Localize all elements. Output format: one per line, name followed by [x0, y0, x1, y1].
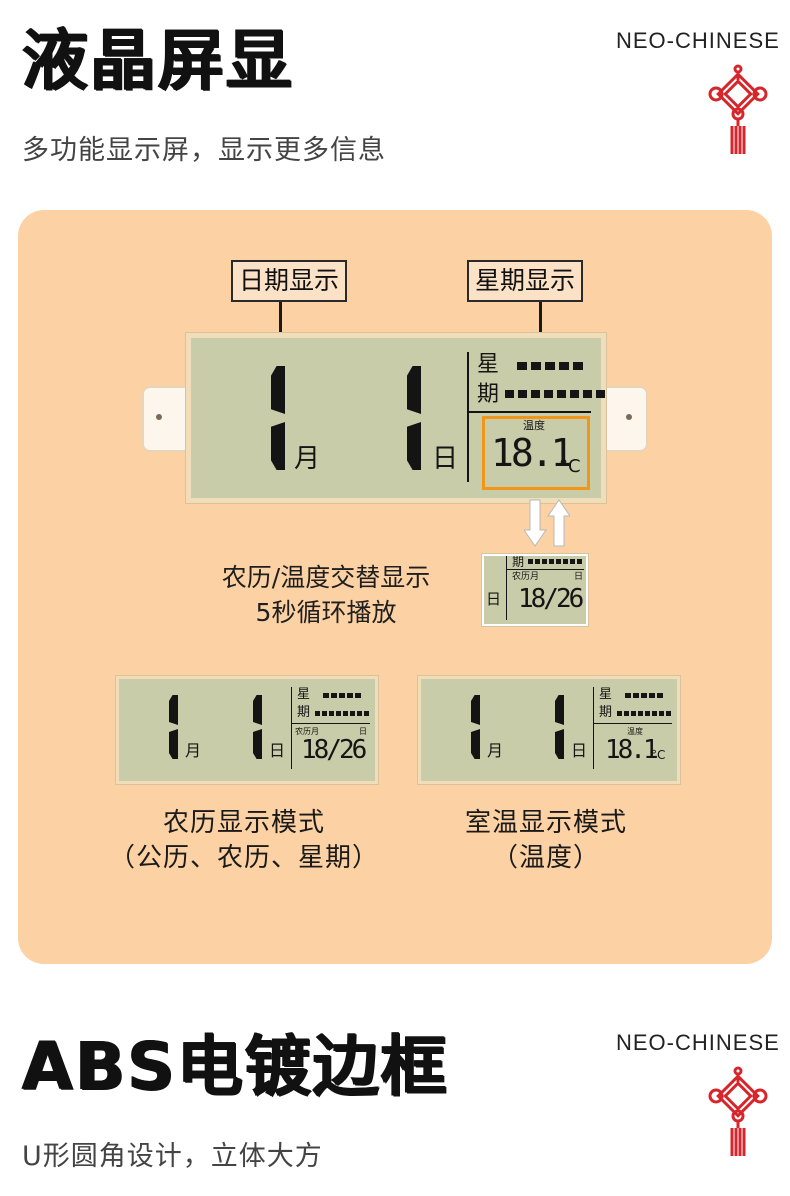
section2-brand-text: NEO-CHINESE: [616, 1030, 780, 1055]
lcd-lunar-mode: 月 日 星 期 农历月 日 18/26: [116, 676, 378, 784]
mini-week-indicator: [528, 559, 582, 564]
mode2-label-line1: 室温显示模式: [464, 808, 627, 838]
mode1-week-indicator-1: [323, 693, 361, 698]
mode1-week-indicator-2: [315, 711, 369, 716]
mode2-small-label: 温度: [627, 727, 643, 736]
lcd-week-indicator-2: [505, 390, 605, 398]
lcd-week-indicator-1: [517, 362, 583, 370]
mini-week-char: 期: [512, 555, 525, 569]
lcd-temp-label: 温度: [523, 419, 545, 432]
lcd-temperature-mode: 月 日 星 期 温度 18.1 °C: [418, 676, 680, 784]
alternate-line2: 5秒循环播放: [255, 598, 397, 627]
mode1-value: 18/26: [301, 735, 367, 765]
mode2-month-unit: 月: [487, 741, 504, 760]
lcd-week-char2: 期: [477, 382, 500, 407]
mini-lunar-label: 农历月: [512, 572, 540, 582]
callout-week: 星期显示: [467, 260, 584, 302]
chinese-knot-icon: [708, 64, 768, 154]
mode2-label: 室温显示模式 （温度）: [398, 806, 694, 876]
alternate-line1: 农历/温度交替显示: [221, 563, 431, 592]
mini-day-label: 日: [574, 572, 584, 582]
mode2-week-char1: 星: [599, 687, 613, 702]
mini-lunar-value: 18/26: [518, 584, 584, 614]
temp-highlight-frame: [482, 416, 590, 490]
lcd-temp-unit: °C: [559, 456, 581, 477]
lcd-day-unit: 日: [432, 444, 459, 474]
mode2-week-indicator-1: [625, 693, 663, 698]
brand-text: NEO-CHINESE: [616, 28, 780, 53]
mode1-label: 农历显示模式 （公历、农历、星期）: [96, 806, 392, 876]
lcd-month-unit: 月: [294, 444, 321, 474]
mode2-day-unit: 日: [571, 741, 588, 760]
lcd-lunar-preview: 期 农历月 日 18/26 日: [482, 554, 588, 626]
mode1-small-label: 农历月: [295, 727, 319, 736]
chinese-knot-icon: [708, 1066, 768, 1156]
mode1-small-label-right: 日: [359, 727, 367, 736]
mode1-day-unit: 日: [269, 741, 286, 760]
lcd-week-char1: 星: [477, 352, 500, 377]
mode1-label-line2: （公历、农历、星期）: [108, 843, 379, 874]
section-title: 液晶屏显: [22, 22, 294, 99]
lcd-temp-value: 18.1: [491, 431, 573, 475]
mode1-week-char2: 期: [297, 705, 311, 720]
mode2-week-char2: 期: [599, 705, 613, 720]
section2-title: ABS电镀边框: [22, 1028, 449, 1105]
mode1-week-char1: 星: [297, 687, 311, 702]
section-subtitle: 多功能显示屏，显示更多信息: [22, 135, 386, 166]
mode1-label-line1: 农历显示模式: [162, 808, 325, 838]
section2-subtitle: U形圆角设计，立体大方: [22, 1141, 323, 1172]
mode2-week-indicator-2: [617, 711, 671, 716]
mode2-value-unit: °C: [651, 748, 666, 762]
swap-arrows-icon: [524, 499, 570, 547]
alternate-display-text: 农历/温度交替显示 5秒循环播放: [196, 560, 456, 630]
callout-date: 日期显示: [231, 260, 348, 302]
mode1-month-unit: 月: [185, 741, 202, 760]
mode2-label-line2: （温度）: [491, 843, 600, 874]
mini-side-label: 日: [486, 590, 502, 608]
mode2-value: 18.1: [605, 735, 659, 765]
